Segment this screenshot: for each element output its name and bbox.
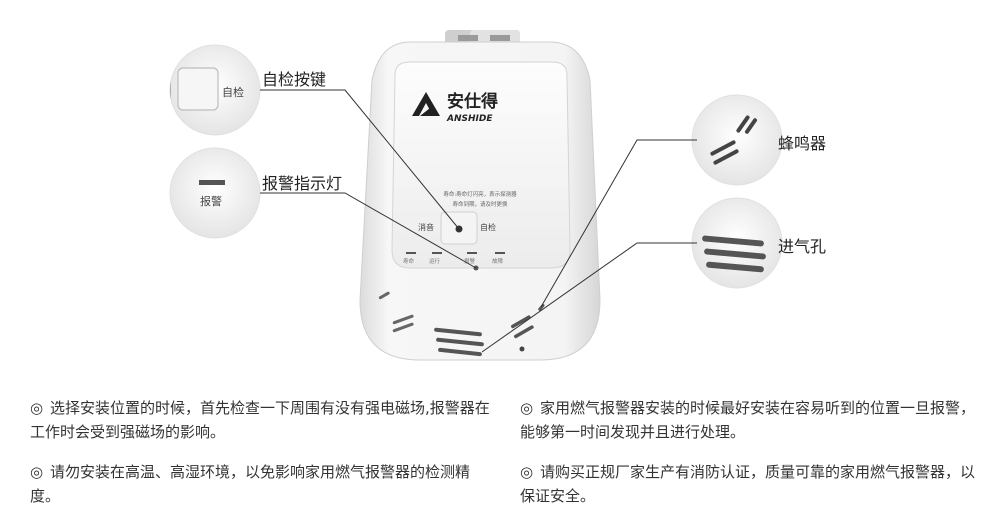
indicator-label: 报警 bbox=[464, 257, 476, 265]
mute-label: 消音 bbox=[418, 222, 434, 232]
bullet-icon: ◎ bbox=[30, 463, 44, 481]
indicator-led bbox=[467, 252, 477, 254]
callout-alarm-indicator: 报警指示灯 bbox=[262, 174, 343, 193]
inset-air-inlet bbox=[691, 197, 783, 289]
indicator-label: 运行 bbox=[429, 257, 441, 265]
inset-alarm-indicator: 报警 bbox=[169, 147, 261, 239]
callout-self-test-button: 自检按键 bbox=[262, 70, 327, 89]
bullet-icon: ◎ bbox=[30, 399, 44, 417]
indicator-label: 寿命 bbox=[403, 257, 415, 265]
indicator-led bbox=[406, 252, 416, 254]
self-test-label-device: 自检 bbox=[480, 222, 496, 232]
bullet-icon: ◎ bbox=[520, 463, 534, 481]
note-item: ◎选择安装位置的时候，首先检查一下周围有没有强电磁场,报警器在工作时会受到强磁场… bbox=[30, 396, 490, 444]
panel-instruction-line1: 寿命:寿命灯闪亮，表示探测器 bbox=[443, 190, 517, 198]
note-item: ◎请购买正规厂家生产有消防认证，质量可靠的家用燃气报警器，以保证安全。 bbox=[520, 460, 980, 508]
inset-self-test-label: 自检 bbox=[222, 85, 244, 99]
panel-instruction-line2: 寿命到期，请及时更换 bbox=[452, 200, 508, 208]
callout-buzzer: 蜂鸣器 bbox=[778, 134, 827, 153]
sensor-hole bbox=[519, 346, 525, 352]
brand-cn-text: 安仕得 bbox=[447, 91, 498, 112]
inset-alarm-label: 报警 bbox=[200, 194, 222, 208]
air-inlet-vents bbox=[434, 327, 484, 357]
indicator-label: 故障 bbox=[492, 257, 504, 265]
inset-self-test: 自检 bbox=[169, 44, 261, 136]
buzzer-vents-device bbox=[511, 303, 545, 339]
gas-detector-device: 安仕得 ANSHIDE 寿命:寿命灯闪亮，表示探测器 寿命到期，请及时更换 消音… bbox=[359, 30, 601, 361]
brand-logo bbox=[412, 92, 440, 116]
bullet-icon: ◎ bbox=[520, 399, 534, 417]
note-text: 请购买正规厂家生产有消防认证，质量可靠的家用燃气报警器，以保证安全。 bbox=[520, 463, 976, 505]
callout-air-inlet: 进气孔 bbox=[778, 237, 827, 256]
leader-lines bbox=[260, 89, 697, 353]
indicator-led bbox=[432, 252, 442, 254]
note-item: ◎请勿安装在高温、高湿环境，以免影响家用燃气报警器的检测精度。 bbox=[30, 460, 490, 508]
inset-buzzer bbox=[691, 94, 783, 186]
brand-en-text: ANSHIDE bbox=[446, 114, 493, 124]
note-text: 选择安装位置的时候，首先检查一下周围有没有强电磁场,报警器在工作时会受到强磁场的… bbox=[30, 399, 490, 441]
note-text: 请勿安装在高温、高湿环境，以免影响家用燃气报警器的检测精度。 bbox=[30, 463, 471, 505]
note-text: 家用燃气报警器安装的时候最好安装在容易听到的位置一旦报警，能够第一时间发现并且进… bbox=[520, 399, 976, 441]
indicator-led bbox=[495, 252, 505, 254]
note-item: ◎家用燃气报警器安装的时候最好安装在容易听到的位置一旦报警，能够第一时间发现并且… bbox=[520, 396, 980, 444]
left-vents bbox=[378, 291, 414, 333]
